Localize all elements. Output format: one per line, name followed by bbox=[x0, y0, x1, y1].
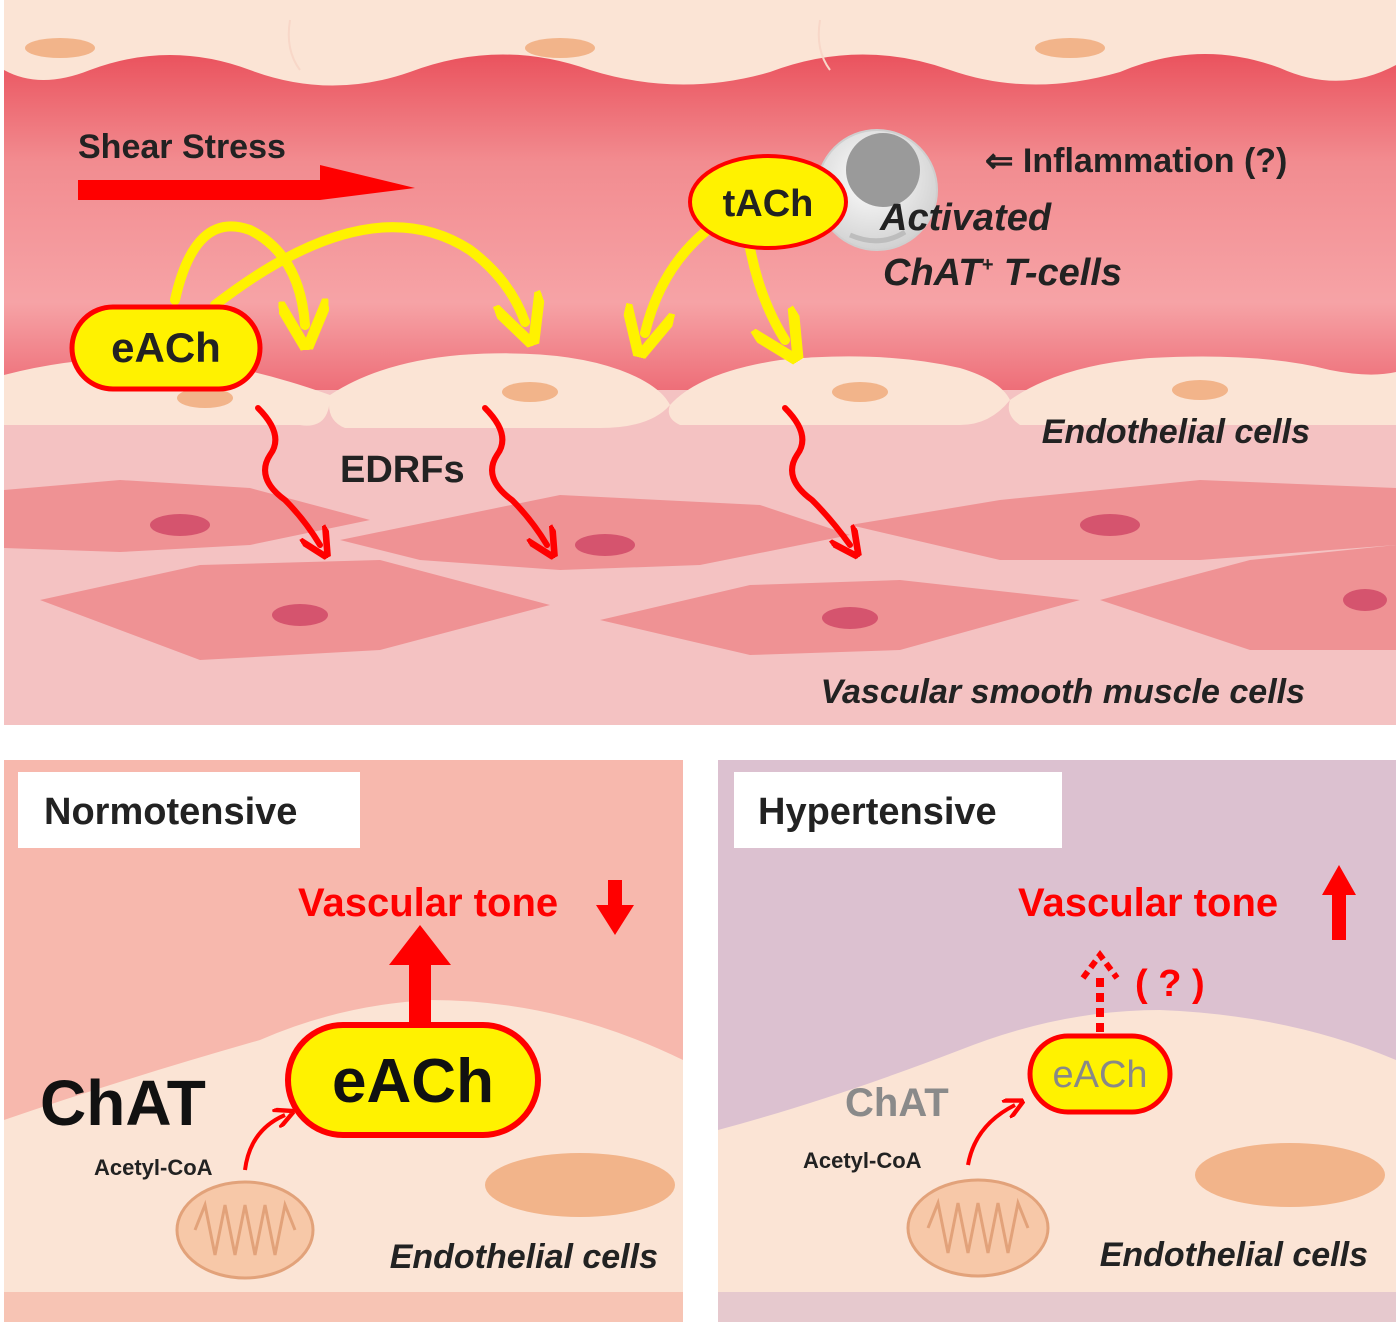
normotensive-title-box bbox=[18, 772, 360, 848]
normotensive-chat-label: ChAT bbox=[40, 1067, 206, 1139]
yellow-curved-arrow bbox=[170, 221, 305, 325]
yellow-curved-arrow bbox=[210, 222, 525, 322]
upper-endothelial-cell bbox=[4, 0, 1396, 86]
endothelial-nucleus bbox=[25, 38, 95, 58]
normotensive-acetyl-coa: Acetyl-CoA bbox=[94, 1155, 213, 1180]
red-curved-arrow bbox=[243, 1115, 285, 1171]
dashed-arrowhead-icon bbox=[1080, 949, 1120, 980]
endothelial-nucleus bbox=[485, 1153, 675, 1217]
hypertensive-endothelial-cell bbox=[718, 1010, 1396, 1292]
chat-tcells-rest: T-cells bbox=[993, 252, 1122, 294]
endothelial-nucleus bbox=[1172, 380, 1228, 400]
edrf-arrows bbox=[255, 405, 850, 545]
yellow-curved-arrow bbox=[645, 227, 710, 333]
smooth-muscle-nucleus bbox=[272, 604, 328, 626]
endothelial-nucleus bbox=[1035, 38, 1105, 58]
lower-endothelium bbox=[4, 353, 1396, 428]
hypertensive-question: ( ? ) bbox=[1135, 963, 1205, 1005]
up-arrow-icon bbox=[389, 925, 451, 1030]
mitochondrion-icon bbox=[175, 1180, 315, 1280]
yellow-arrows bbox=[170, 221, 785, 340]
normotensive-vascular-tone: Vascular tone bbox=[298, 881, 558, 925]
smooth-muscle-cell bbox=[1100, 545, 1396, 650]
endothelial-nucleus bbox=[502, 382, 558, 402]
endothelial-cells-label: Endothelial cells bbox=[1042, 413, 1310, 451]
hypertensive-each-label: eACh bbox=[1052, 1054, 1147, 1096]
hypertensive-title: Hypertensive bbox=[758, 791, 997, 833]
t-cell-icon bbox=[816, 129, 938, 251]
tach-label: tACh bbox=[723, 183, 814, 225]
hypertensive-title-box bbox=[734, 772, 1062, 848]
down-arrow-icon bbox=[596, 880, 634, 935]
chat-tcells-main: ChAT bbox=[883, 252, 984, 294]
up-arrow-icon bbox=[1322, 865, 1356, 940]
smooth-muscle-nucleus bbox=[575, 534, 635, 556]
red-squiggle-arrow bbox=[482, 405, 547, 545]
each-pill bbox=[69, 304, 263, 392]
upper-endothelium bbox=[4, 0, 1396, 86]
cell-border bbox=[287, 19, 301, 71]
smooth-muscle-nucleus bbox=[150, 514, 210, 536]
endothelial-cell bbox=[329, 353, 670, 428]
chat-tcells-label: ChAT+ T-cells bbox=[883, 252, 1122, 294]
chat-tcells-sup: + bbox=[982, 254, 994, 276]
endothelial-nucleus bbox=[832, 382, 888, 402]
vsmc-label: Vascular smooth muscle cells bbox=[821, 673, 1305, 711]
hypertensive-each-pill bbox=[1027, 1033, 1173, 1115]
normotensive-panel: Normotensive Vascular tone ChAT Acetyl-C… bbox=[4, 760, 683, 1322]
endothelial-nucleus bbox=[177, 388, 233, 408]
hypertensive-acetyl-coa: Acetyl-CoA bbox=[803, 1148, 922, 1173]
red-squiggle-arrow bbox=[782, 405, 850, 545]
endothelial-nucleus bbox=[1195, 1143, 1385, 1207]
hypertensive-basement bbox=[718, 1292, 1396, 1322]
hypertensive-endothelial-label: Endothelial cells bbox=[1100, 1236, 1368, 1274]
yellow-curved-arrow bbox=[745, 243, 785, 340]
shear-stress-arrow-icon bbox=[78, 165, 415, 200]
activated-label: Activated bbox=[879, 197, 1052, 239]
smooth-muscle-nucleus bbox=[1080, 514, 1140, 536]
endothelial-nucleus bbox=[525, 38, 595, 58]
normotensive-endothelial-label: Endothelial cells bbox=[390, 1238, 658, 1276]
each-label: eACh bbox=[111, 324, 221, 371]
normotensive-each-label: eACh bbox=[332, 1047, 494, 1116]
inflammation-label: ⇐ Inflammation (?) bbox=[985, 142, 1287, 180]
tach-bubble bbox=[688, 154, 848, 250]
hypertensive-panel: Hypertensive Vascular tone ( ? ) ChAT Ac… bbox=[718, 760, 1396, 1322]
top-panel: Shear Stress ⇐ Inflammation (?) Activate… bbox=[4, 0, 1396, 725]
edrfs-label: EDRFs bbox=[340, 449, 465, 491]
normotensive-basement bbox=[4, 1292, 683, 1322]
smooth-muscle-nucleus bbox=[822, 607, 878, 629]
normotensive-each-pill bbox=[285, 1022, 541, 1138]
cell-border bbox=[817, 19, 831, 71]
red-squiggle-arrow bbox=[255, 405, 320, 545]
shear-stress-label: Shear Stress bbox=[78, 128, 286, 166]
mitochondrion-icon bbox=[906, 1178, 1050, 1278]
smooth-muscle-cell bbox=[340, 495, 850, 570]
hypertensive-vascular-tone: Vascular tone bbox=[1018, 881, 1278, 925]
red-curved-arrow bbox=[966, 1105, 1015, 1166]
smooth-muscle-nucleus bbox=[1343, 589, 1387, 611]
normotensive-title: Normotensive bbox=[44, 791, 297, 833]
hypertensive-chat-label: ChAT bbox=[845, 1081, 949, 1125]
